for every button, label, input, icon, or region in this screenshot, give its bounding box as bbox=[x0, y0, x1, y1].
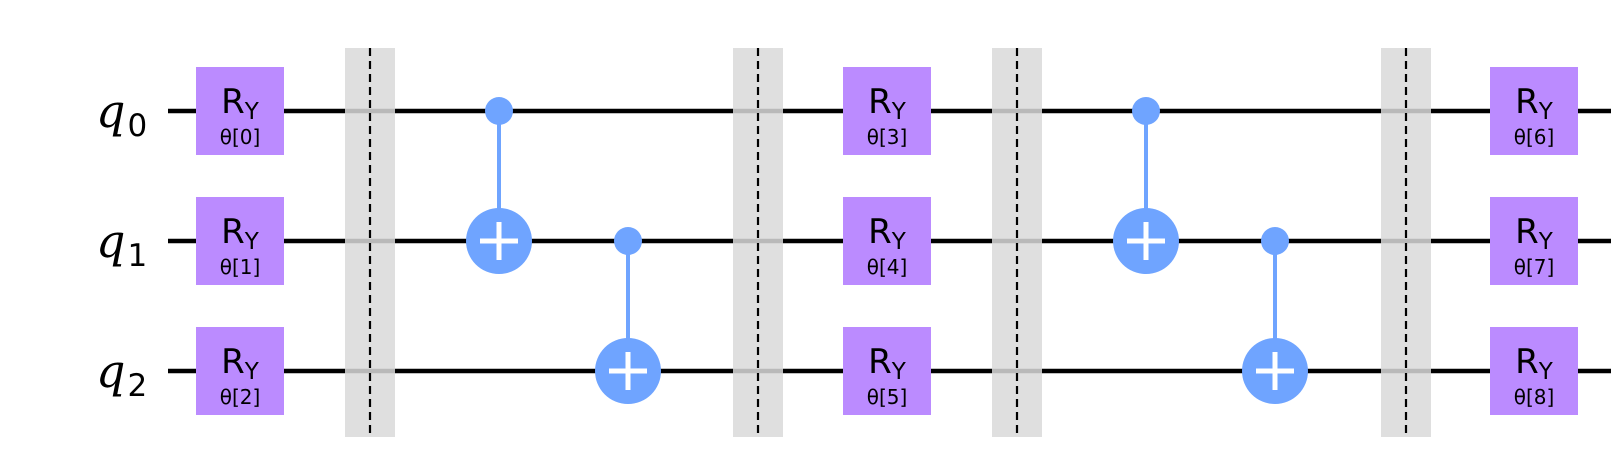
ry-gate-label: RY bbox=[868, 212, 907, 255]
ry-gate-label-main: R bbox=[1515, 342, 1539, 382]
ry-gate-label-sub: Y bbox=[244, 359, 260, 385]
ry-gate-param: θ[8] bbox=[1514, 385, 1555, 409]
ry-gate: RYθ[6] bbox=[1490, 67, 1578, 155]
ry-gate-box bbox=[196, 67, 284, 155]
qubit-label-index: 2 bbox=[127, 368, 147, 404]
qubit-label-index: 1 bbox=[127, 238, 147, 274]
cnot-control-dot bbox=[1132, 97, 1160, 125]
ry-gate-label-main: R bbox=[221, 212, 245, 252]
ry-gate-label: RY bbox=[1515, 342, 1554, 385]
qubit-label-name: q bbox=[96, 84, 125, 138]
qubit-label: q2 bbox=[96, 344, 147, 404]
qubit-label-name: q bbox=[96, 214, 125, 268]
ry-gate-label-sub: Y bbox=[244, 99, 260, 125]
ry-gate-box bbox=[843, 67, 931, 155]
ry-gate-box bbox=[843, 197, 931, 285]
ry-gate-label: RY bbox=[221, 212, 260, 255]
ry-gate-param: θ[6] bbox=[1514, 125, 1555, 149]
qubit-label: q1 bbox=[96, 214, 147, 274]
ry-gate-label-main: R bbox=[1515, 212, 1539, 252]
ry-gate-label-sub: Y bbox=[891, 99, 907, 125]
ry-gate-param: θ[1] bbox=[220, 255, 261, 279]
ry-gate-label-main: R bbox=[221, 342, 245, 382]
ry-gate-label-sub: Y bbox=[244, 229, 260, 255]
ry-gate-param: θ[0] bbox=[220, 125, 261, 149]
ry-gate-box bbox=[1490, 327, 1578, 415]
barriers-layer bbox=[345, 48, 1431, 437]
ry-gate-box bbox=[843, 327, 931, 415]
ry-gate-box bbox=[1490, 67, 1578, 155]
ry-gate: RYθ[0] bbox=[196, 67, 284, 155]
ry-gate-label-sub: Y bbox=[1538, 99, 1554, 125]
ry-gate-box bbox=[1490, 197, 1578, 285]
ry-gate-label: RY bbox=[1515, 82, 1554, 125]
cnot-gate bbox=[1113, 97, 1179, 274]
ry-gate-label-main: R bbox=[1515, 82, 1539, 122]
ry-gate-param: θ[5] bbox=[867, 385, 908, 409]
cnot-control-dot bbox=[614, 227, 642, 255]
ry-gate-param: θ[3] bbox=[867, 125, 908, 149]
ry-gate-label: RY bbox=[221, 82, 260, 125]
cnot-gate bbox=[466, 97, 532, 274]
ry-gate-label: RY bbox=[221, 342, 260, 385]
ry-gate-param: θ[2] bbox=[220, 385, 261, 409]
ry-gate-box bbox=[196, 197, 284, 285]
barrier-shade bbox=[1381, 48, 1431, 437]
ry-gate-label-main: R bbox=[868, 82, 892, 122]
cnot-gate bbox=[1242, 227, 1308, 404]
ry-gate-label-sub: Y bbox=[1538, 229, 1554, 255]
qubit-label-index: 0 bbox=[127, 108, 147, 144]
qubit-label: q0 bbox=[96, 84, 147, 144]
ry-gate-label-main: R bbox=[868, 212, 892, 252]
ry-gate-label: RY bbox=[868, 342, 907, 385]
barrier-shade bbox=[992, 48, 1042, 437]
ry-gate: RYθ[1] bbox=[196, 197, 284, 285]
qubit-label-name: q bbox=[96, 344, 125, 398]
barrier-shade bbox=[345, 48, 395, 437]
gates-layer: RYθ[0]RYθ[1]RYθ[2]RYθ[3]RYθ[4]RYθ[5]RYθ[… bbox=[196, 67, 1578, 415]
ry-gate-box bbox=[196, 327, 284, 415]
ry-gate: RYθ[3] bbox=[843, 67, 931, 155]
ry-gate: RYθ[8] bbox=[1490, 327, 1578, 415]
cnot-control-dot bbox=[1261, 227, 1289, 255]
ry-gate-param: θ[7] bbox=[1514, 255, 1555, 279]
ry-gate-label-main: R bbox=[221, 82, 245, 122]
barrier-shade bbox=[733, 48, 783, 437]
ry-gate-label: RY bbox=[868, 82, 907, 125]
cnot-control-dot bbox=[485, 97, 513, 125]
ry-gate: RYθ[4] bbox=[843, 197, 931, 285]
ry-gate: RYθ[5] bbox=[843, 327, 931, 415]
ry-gate-param: θ[4] bbox=[867, 255, 908, 279]
ry-gate-label-sub: Y bbox=[891, 229, 907, 255]
ry-gate-label-sub: Y bbox=[1538, 359, 1554, 385]
ry-gate: RYθ[7] bbox=[1490, 197, 1578, 285]
ry-gate: RYθ[2] bbox=[196, 327, 284, 415]
ry-gate-label-sub: Y bbox=[891, 359, 907, 385]
cnot-gate bbox=[595, 227, 661, 404]
ry-gate-label: RY bbox=[1515, 212, 1554, 255]
ry-gate-label-main: R bbox=[868, 342, 892, 382]
